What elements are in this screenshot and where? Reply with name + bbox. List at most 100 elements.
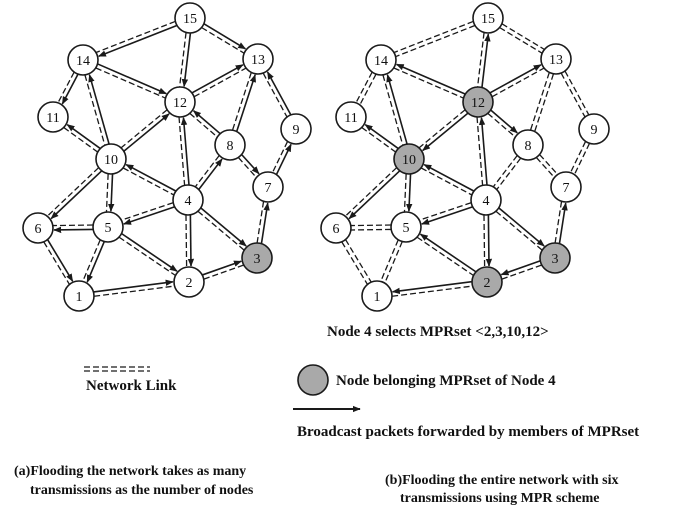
- network-link: [52, 224, 94, 234]
- caption-b-line1: (b)Flooding the entire network with six: [385, 473, 618, 488]
- network-link: [46, 167, 103, 220]
- node-4: 4: [470, 184, 502, 216]
- node-circle: [512, 129, 544, 161]
- node-circle: [252, 171, 284, 203]
- network-link: [419, 202, 473, 225]
- network-link: [262, 71, 292, 118]
- forward-arrow: [241, 154, 260, 175]
- forward-arrow: [419, 233, 477, 273]
- network-link: [271, 141, 292, 175]
- forward-arrow: [203, 23, 247, 50]
- node-3: 3: [241, 242, 273, 274]
- network-link: [476, 116, 488, 186]
- forward-arrow: [181, 33, 192, 88]
- node-circle: [174, 2, 206, 34]
- network-link: [529, 72, 555, 132]
- node-10: 10: [393, 143, 425, 175]
- node-circle: [173, 266, 205, 298]
- network-link: [569, 141, 591, 175]
- forward-arrow: [180, 116, 190, 185]
- legend: Network Link Node belonging MPRset of No…: [84, 364, 639, 440]
- network-link: [120, 109, 170, 152]
- node-label: 13: [549, 53, 563, 68]
- forward-arrow: [200, 207, 247, 247]
- forward-arrow: [97, 63, 167, 95]
- forward-arrow: [121, 232, 178, 272]
- forward-arrow: [125, 163, 177, 192]
- forward-arrow: [478, 116, 488, 185]
- mpr-selection-label: Node 4 selects MPRset <2,3,10,12>: [327, 324, 549, 340]
- node-circle: [390, 211, 422, 243]
- forward-arrow: [481, 33, 491, 88]
- forward-arrow: [423, 163, 475, 192]
- forward-arrow: [108, 174, 115, 212]
- forward-arrow: [53, 226, 94, 234]
- forward-arrow: [50, 170, 103, 220]
- forward-arrow: [266, 71, 292, 116]
- forward-arrow: [191, 64, 244, 94]
- node-11: 11: [37, 101, 69, 133]
- network-link: [231, 72, 256, 132]
- network-link: [194, 155, 223, 190]
- network-link: [237, 154, 260, 178]
- network-link: [63, 123, 101, 153]
- legend-network-link-label: Network Link: [86, 378, 177, 394]
- legend-mpr-node-label: Node belonging MPRset of Node 4: [336, 373, 556, 389]
- node-1: 1: [63, 280, 95, 312]
- network-link: [202, 260, 244, 280]
- node-label: 13: [251, 53, 265, 68]
- node-1: 1: [361, 280, 393, 312]
- network-link: [382, 74, 408, 146]
- node-label: 15: [481, 12, 495, 27]
- node-circle: [280, 113, 312, 145]
- node-label: 12: [471, 96, 485, 111]
- node-13: 13: [540, 43, 572, 75]
- forward-arrow: [500, 260, 541, 276]
- node-2: 2: [173, 266, 205, 298]
- node-circle: [37, 101, 69, 133]
- node-circle: [472, 2, 504, 34]
- node-label: 1: [374, 290, 381, 305]
- network-link: [535, 154, 559, 178]
- node-label: 15: [183, 12, 197, 27]
- node-circle: [164, 86, 196, 118]
- legend-mpr-node-symbol: [297, 364, 329, 396]
- node-7: 7: [252, 171, 284, 203]
- node-10: 10: [95, 143, 127, 175]
- forward-arrow: [395, 63, 466, 95]
- node-circle: [22, 212, 54, 244]
- node-label: 8: [227, 139, 234, 154]
- node-circle: [365, 44, 397, 76]
- network-link: [393, 63, 466, 99]
- node-circle: [95, 143, 127, 175]
- node-6: 6: [22, 212, 54, 244]
- node-label: 10: [104, 153, 118, 168]
- node-7: 7: [550, 171, 582, 203]
- node-circle: [67, 44, 99, 76]
- node-label: 6: [333, 222, 340, 237]
- forward-arrow: [485, 214, 493, 267]
- network-link: [84, 74, 110, 146]
- node-label: 14: [76, 54, 90, 69]
- node-circle: [320, 212, 352, 244]
- node-circle: [470, 184, 502, 216]
- network-link: [380, 239, 403, 284]
- network-link: [495, 207, 545, 251]
- network-link: [560, 70, 590, 118]
- node-circle: [241, 242, 273, 274]
- forward-arrow: [198, 158, 223, 190]
- node-label: 14: [374, 54, 388, 69]
- forward-arrow: [386, 74, 408, 145]
- legend-forward-label: Broadcast packets forwarded by members o…: [297, 424, 639, 440]
- network-link: [178, 32, 192, 88]
- forward-arrow: [123, 206, 175, 225]
- network-link: [118, 232, 178, 276]
- network-link: [355, 71, 377, 106]
- network-link: [121, 202, 175, 225]
- forward-arrow: [192, 110, 221, 135]
- node-5: 5: [92, 211, 124, 243]
- network-link: [201, 23, 247, 54]
